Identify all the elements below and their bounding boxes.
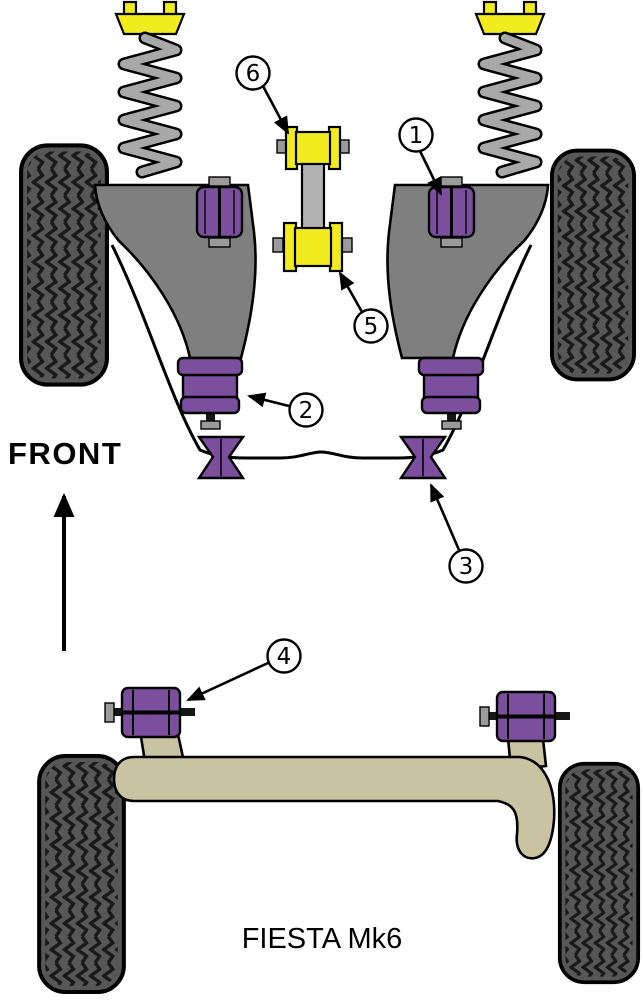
rear-left-wheel	[39, 756, 124, 992]
callout-arrow-1	[418, 150, 443, 196]
front-left-strut-spring	[116, 2, 184, 172]
rear-beam-front-bush-left	[103, 686, 197, 739]
callout-circle	[235, 55, 271, 91]
callout-5: 5	[353, 308, 389, 344]
callout-1: 1	[398, 117, 434, 153]
callout-circle	[266, 638, 302, 674]
rear-beam-front-bush-right	[478, 690, 572, 743]
callout-2: 2	[288, 392, 324, 428]
callout-4: 4	[266, 638, 302, 674]
bolt-icon	[276, 139, 287, 154]
model-label: FIESTA Mk6	[242, 923, 403, 955]
callout-number: 6	[246, 61, 261, 87]
rear-beam	[112, 755, 556, 860]
lower-engine-mount	[272, 125, 353, 273]
callout-number: 2	[299, 398, 314, 424]
callout-arrow-5	[338, 271, 364, 313]
front-left-wheel	[21, 145, 107, 384]
engine-mount-upper-bush	[276, 125, 350, 171]
callout-number: 5	[364, 314, 379, 340]
callout-circle	[288, 392, 324, 428]
bolt-icon	[339, 139, 350, 154]
rear-beam-axle	[103, 686, 572, 860]
callout-number: 3	[459, 554, 474, 580]
callout-3: 3	[448, 548, 484, 584]
callout-6: 6	[235, 55, 271, 91]
front-label: FRONT	[8, 436, 122, 471]
callout-arrow-4	[186, 661, 269, 702]
front-right-wheel	[552, 151, 634, 380]
front-arm-front-bush-left	[195, 175, 244, 249]
callout-number: 4	[277, 644, 292, 670]
callout-number: 1	[409, 123, 424, 149]
bolt-icon	[341, 237, 353, 253]
engine-mount-lower-bush	[272, 221, 353, 273]
front-arm-rear-bush-left	[176, 356, 244, 431]
callout-circle	[353, 308, 389, 344]
callout-arrow-6	[261, 85, 290, 135]
rear-right-wheel	[557, 761, 641, 985]
callout-arrow-2	[247, 392, 290, 408]
front-arm-rear-bush-right	[417, 356, 485, 431]
front-arm-front-bush-right	[427, 175, 476, 249]
bolt-icon	[272, 237, 284, 253]
callout-circle	[448, 548, 484, 584]
front-right-strut-spring	[476, 2, 544, 172]
callout-arrow-3	[429, 483, 461, 551]
callout-circle	[398, 117, 434, 153]
